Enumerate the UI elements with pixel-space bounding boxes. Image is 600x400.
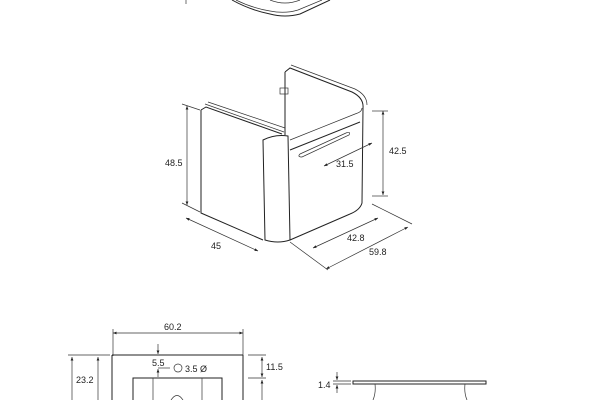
tap-offset-label: 5.5 [152,358,165,368]
handle-width-dimension-label: 31.5 [336,159,354,169]
cabinet-iso-drawing [200,64,368,243]
depth-dimension-label: 45 [211,241,221,251]
total-width-dimension-label: 59.8 [369,247,387,257]
inner-height-dimension-label: 42.5 [389,146,407,156]
basin-side-view: 1.4 [318,372,487,400]
basin-width-label: 60.2 [164,322,182,332]
thickness-label: 1.4 [318,380,331,390]
tap-hole-label: 3.5 Ø [185,364,207,374]
basin-iso-partial [185,0,331,17]
height-dimension-label: 48.5 [165,158,183,168]
cabinet-dimensions: 48.5 45 42.5 31.5 42.8 59.8 [165,103,413,271]
inner-width-dimension-label: 42.8 [347,233,365,243]
basin-depth-label: 23.2 [76,375,94,385]
bowl-offset-label: 11.5 [266,362,283,372]
basin-top-view: 60.2 23.2 5.5 3.5 Ø 11.5 [68,322,283,400]
